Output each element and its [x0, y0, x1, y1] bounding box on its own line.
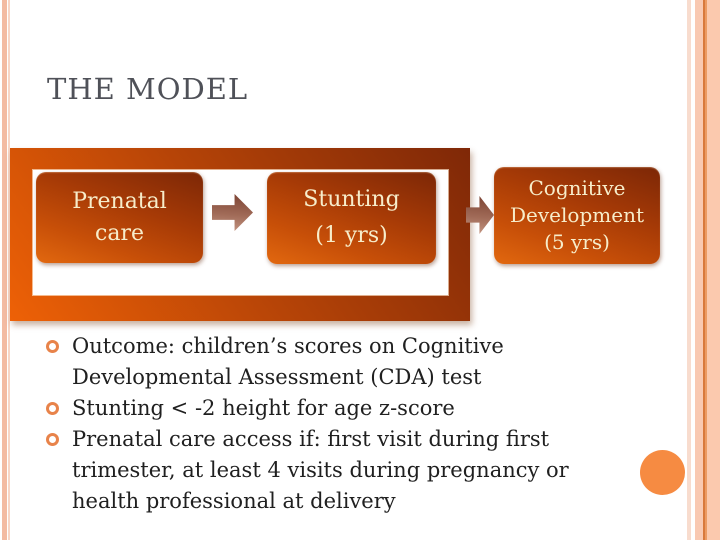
bullet-line: Stunting < -2 height for age z-score: [72, 396, 455, 420]
flow-box-line: (1 yrs): [315, 223, 388, 248]
flow-box-cognitive-development: Cognitive Development (5 yrs): [494, 167, 660, 264]
bullet-list: Outcome: children’s scores on Cognitive …: [46, 331, 569, 517]
bullet-line: trimester, at least 4 visits during preg…: [72, 458, 569, 482]
list-item-prenatal-care: Prenatal care access if: first visit dur…: [46, 424, 569, 517]
flow-box-stunting: Stunting (1 yrs): [267, 172, 436, 264]
right-accent-stripe-2: [695, 0, 703, 540]
list-item-stunting: Stunting < -2 height for age z-score: [46, 393, 569, 424]
flow-box-line: Prenatal: [72, 188, 167, 214]
bullet-line: health professional at delivery: [72, 489, 396, 513]
bullet-icon: [46, 340, 59, 353]
right-accent-stripe-3: [703, 0, 705, 540]
right-arrow-icon: [466, 196, 494, 234]
left-accent-stripe: [2, 0, 7, 540]
decorative-circle: [640, 450, 685, 495]
right-accent-stripe-5: [707, 0, 720, 540]
flow-box-line: Cognitive: [528, 176, 626, 200]
flow-box-line: Development: [510, 203, 644, 227]
flow-box-prenatal-care: Prenatal care: [36, 172, 203, 263]
bullet-icon: [46, 433, 59, 446]
bullet-line: Outcome: children’s scores on Cognitive: [72, 334, 504, 358]
bullet-line: Prenatal care access if: first visit dur…: [72, 427, 550, 451]
flow-box-line: (5 yrs): [544, 230, 610, 254]
flow-box-line: Stunting: [303, 187, 400, 212]
left-accent-stripe-thin: [8, 0, 10, 540]
slide-title: THE MODEL: [47, 72, 249, 106]
right-accent-stripe-1: [687, 0, 691, 540]
flow-box-line: care: [95, 220, 144, 246]
bullet-line: Developmental Assessment (CDA) test: [72, 365, 482, 389]
list-item-outcome: Outcome: children’s scores on Cognitive …: [46, 331, 569, 393]
bullet-icon: [46, 402, 59, 415]
right-accent-stripe-4: [705, 0, 707, 540]
